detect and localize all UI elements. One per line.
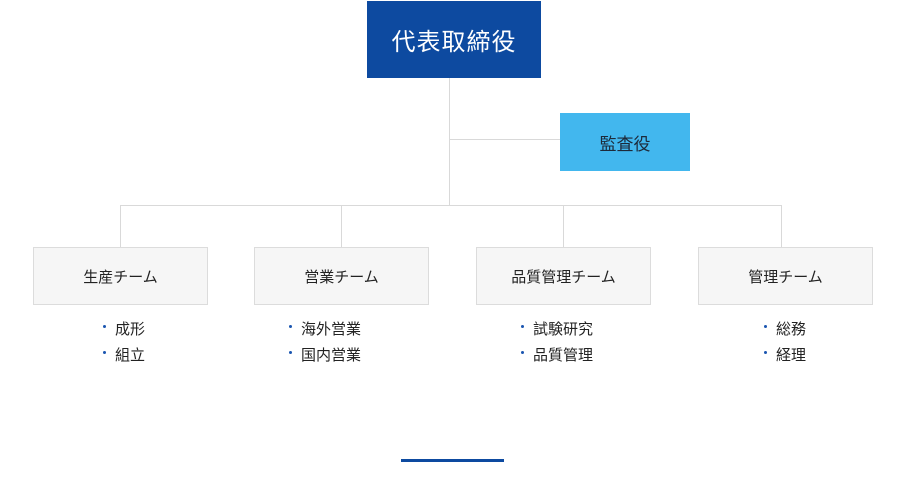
- audit-box: 監査役: [560, 113, 690, 171]
- team-label: 管理チーム: [748, 267, 823, 286]
- team-box-admin: 管理チーム: [698, 247, 873, 305]
- list-item: 試験研究: [521, 316, 593, 342]
- list-item: 海外営業: [289, 316, 361, 342]
- list-item: 成形: [103, 316, 145, 342]
- audit-label: 監査役: [599, 134, 651, 155]
- list-item: 品質管理: [521, 342, 593, 368]
- ceo-label: 代表取締役: [391, 28, 517, 56]
- team-box-sales: 営業チーム: [254, 247, 429, 305]
- connector-team-1: [120, 205, 121, 247]
- connector-team-2: [341, 205, 342, 247]
- team-items-production: 成形 組立: [103, 316, 145, 368]
- team-box-production: 生産チーム: [33, 247, 208, 305]
- connector-team-4: [781, 205, 782, 247]
- team-items-quality: 試験研究 品質管理: [521, 316, 593, 368]
- list-item: 組立: [103, 342, 145, 368]
- section-divider: [401, 459, 504, 462]
- team-box-quality: 品質管理チーム: [476, 247, 651, 305]
- team-items-admin: 総務 経理: [764, 316, 806, 368]
- list-item: 国内営業: [289, 342, 361, 368]
- ceo-box: 代表取締役: [367, 1, 541, 78]
- team-label: 品質管理チーム: [511, 267, 616, 286]
- connector-team-3: [563, 205, 564, 247]
- team-label: 生産チーム: [83, 267, 158, 286]
- list-item: 経理: [764, 342, 806, 368]
- connector-horizontal: [120, 205, 782, 206]
- team-label: 営業チーム: [304, 267, 379, 286]
- connector-audit: [450, 139, 560, 140]
- team-items-sales: 海外営業 国内営業: [289, 316, 361, 368]
- list-item: 総務: [764, 316, 806, 342]
- connector-ceo-vertical: [449, 78, 450, 205]
